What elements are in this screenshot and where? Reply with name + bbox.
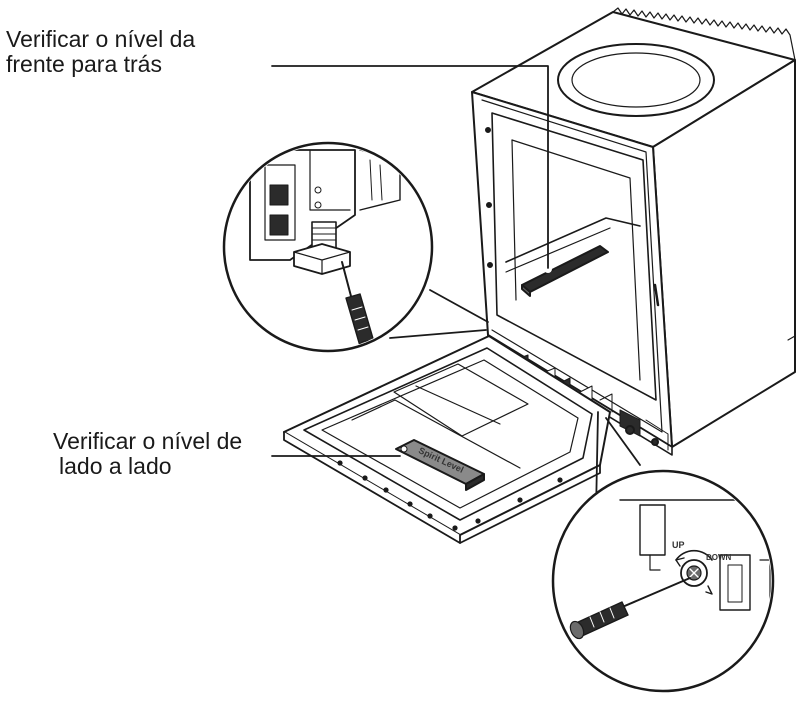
spirit-level-side-side (395, 439, 485, 491)
leader-line-front-back (271, 65, 549, 269)
adjuster-up-label: UP (672, 540, 685, 550)
detail-circle-rear-leveler (222, 141, 434, 353)
dishwasher-door (283, 335, 611, 544)
callout-side-to-side-line2: lado a lado (59, 453, 172, 479)
callout-front-to-back: Verificar o nível da frente para trás (6, 27, 195, 77)
cabinet-top-serration (612, 7, 796, 61)
callout-front-to-back-line2: frente para trás (6, 51, 162, 77)
spirit-level-front-back (521, 245, 609, 297)
adjuster-down-label: DOWN (706, 553, 732, 562)
callout-front-to-back-line1: Verificar o nível da (6, 26, 196, 52)
zoom-connector-top-2 (389, 329, 487, 339)
zoom-connector-top (429, 289, 489, 323)
callout-side-to-side: Verificar o nível de lado a lado (53, 429, 242, 479)
zoom-connector-bottom-2 (605, 417, 641, 466)
detail-circle-front-leveler (551, 469, 775, 693)
callout-side-to-side-line1: Verificar o nível de (53, 428, 243, 454)
dishwasher-cabinet (471, 11, 796, 448)
